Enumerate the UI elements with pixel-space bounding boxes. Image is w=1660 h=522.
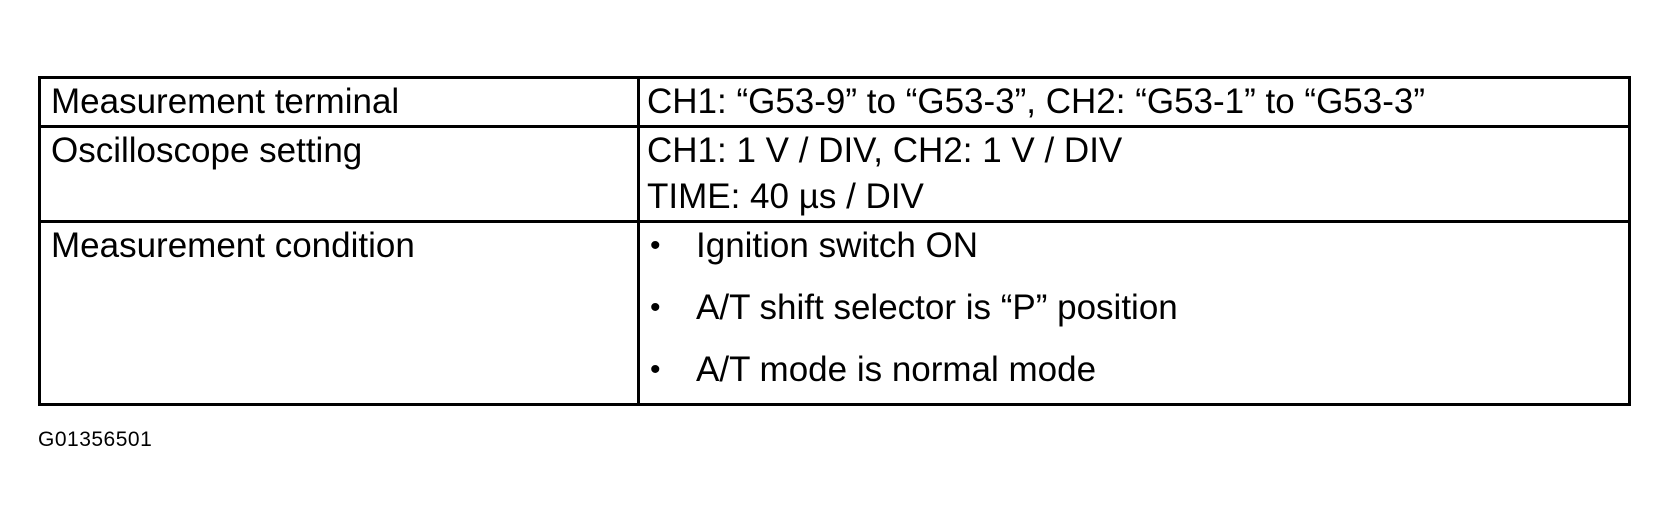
condition-text: Ignition switch ON [696, 226, 979, 265]
condition-text: A/T mode is normal mode [696, 350, 1097, 389]
row-label: Measurement terminal [51, 82, 400, 121]
bullet-icon: • [650, 291, 661, 324]
row-label: Oscilloscope setting [51, 131, 363, 170]
table-row-oscilloscope-setting: Oscilloscope setting CH1: 1 V / DIV, CH2… [38, 125, 1631, 223]
time-setting-value: TIME: 40 µs / DIV [647, 177, 924, 216]
table-row-measurement-terminal: Measurement terminal CH1: “G53-9” to “G5… [38, 76, 1631, 128]
figure-id: G01356501 [38, 428, 153, 451]
label-cell: Oscilloscope setting [38, 125, 640, 223]
list-item: • Ignition switch ON [640, 223, 1628, 285]
condition-list: • Ignition switch ON • A/T shift selecto… [640, 223, 1628, 403]
condition-text: A/T shift selector is “P” position [696, 288, 1178, 327]
terminal-value: CH1: “G53-9” to “G53-3”, CH2: “G53-1” to… [647, 82, 1425, 121]
list-item: • A/T mode is normal mode [640, 347, 1628, 403]
value-cell: CH1: 1 V / DIV, CH2: 1 V / DIV TIME: 40 … [637, 125, 1631, 223]
specification-table: Measurement terminal CH1: “G53-9” to “G5… [38, 76, 1631, 406]
voltage-setting-value: CH1: 1 V / DIV, CH2: 1 V / DIV [647, 131, 1123, 170]
value-cell: CH1: “G53-9” to “G53-3”, CH2: “G53-1” to… [637, 76, 1631, 128]
bullet-icon: • [650, 229, 661, 262]
value-cell: • Ignition switch ON • A/T shift selecto… [637, 220, 1631, 406]
table-row-measurement-condition: Measurement condition • Ignition switch … [38, 220, 1631, 406]
label-cell: Measurement terminal [38, 76, 640, 128]
list-item: • A/T shift selector is “P” position [640, 285, 1628, 347]
bullet-icon: • [650, 353, 661, 386]
label-cell: Measurement condition [38, 220, 640, 406]
row-label: Measurement condition [51, 226, 415, 265]
